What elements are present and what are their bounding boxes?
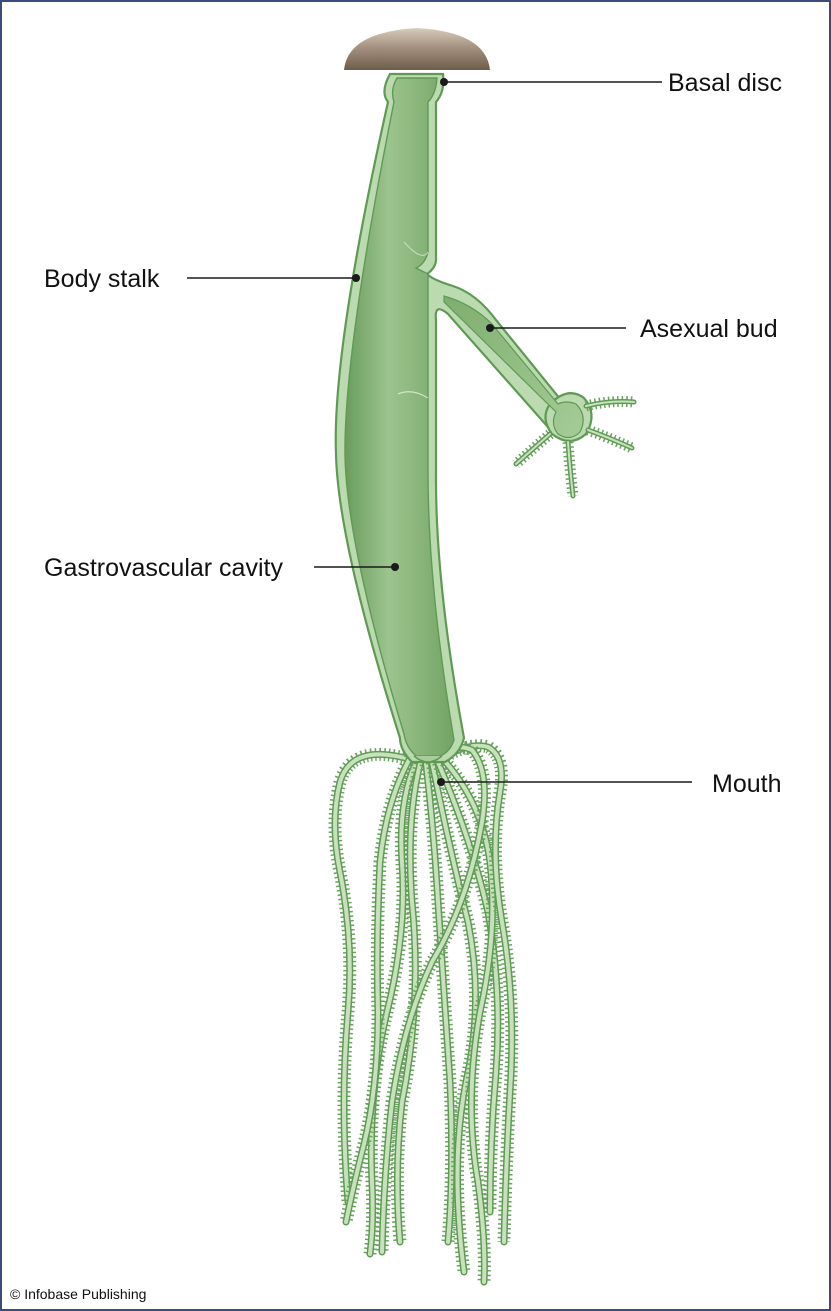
leader-mouth	[437, 778, 692, 786]
label-mouth: Mouth	[712, 770, 781, 798]
leader-asexual-bud	[486, 324, 626, 332]
bud-tentacle	[568, 442, 573, 496]
credit-text: © Infobase Publishing	[10, 1286, 146, 1302]
leader-body-stalk	[187, 274, 360, 282]
label-gastrovascular-cavity: Gastrovascular cavity	[44, 554, 283, 582]
bud-tentacle	[586, 402, 634, 407]
leader-basal-disc	[440, 78, 662, 86]
substrate-rock	[344, 28, 490, 70]
label-body-stalk: Body stalk	[44, 265, 160, 293]
label-asexual-bud: Asexual bud	[640, 315, 778, 343]
gastrovascular-cavity	[345, 78, 454, 756]
bud-tentacle	[516, 434, 550, 464]
bud-tentacle	[588, 430, 632, 448]
label-basal-disc: Basal disc	[668, 69, 782, 97]
bud-cavity	[444, 296, 583, 438]
tentacles	[335, 746, 512, 1282]
